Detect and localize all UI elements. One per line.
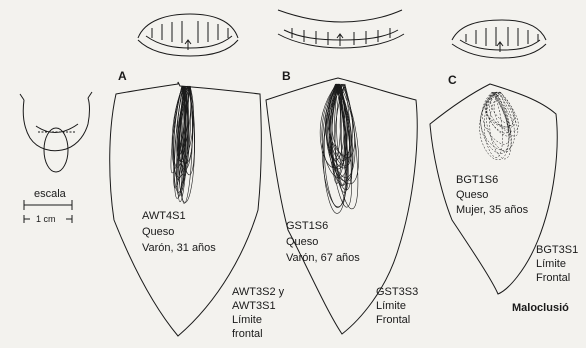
panel-a-note-4: frontal [232, 328, 263, 340]
panel-b-note-3: Frontal [376, 314, 410, 326]
panel-a-note-3: Límite [232, 314, 262, 326]
mandible-sketch-icon [20, 92, 92, 172]
panel-a-code: AWT4S1 [142, 210, 186, 222]
panel-c-code: BGT1S6 [456, 174, 498, 186]
teeth-sketch-a [138, 14, 238, 56]
panel-a-note-1: AWT3S2 y [232, 286, 284, 298]
scale-measure: 1 cm [36, 213, 56, 225]
panel-a-food: Queso [142, 226, 174, 238]
panel-c-letter: C [448, 74, 457, 86]
panel-c-note-3: Frontal [536, 272, 570, 284]
panel-c-subject: Mujer, 35 años [456, 204, 528, 216]
panel-a-note-2: AWT3S1 [232, 300, 276, 312]
panel-b-code: GST1S6 [286, 220, 328, 232]
panel-c-food: Queso [456, 189, 488, 201]
panel-c-note-1: BGT3S1 [536, 244, 578, 256]
teeth-sketch-c [452, 20, 546, 58]
chewing-traces-b [320, 84, 358, 213]
panel-c-note-2: Límite [536, 258, 566, 270]
teeth-sketch-b [278, 10, 404, 48]
panel-b-letter: B [282, 70, 291, 82]
chewing-traces-c [480, 92, 519, 160]
panel-b-note-1: GST3S3 [376, 286, 418, 298]
panel-b-food: Queso [286, 236, 318, 248]
panel-b-subject: Varón, 67 años [286, 252, 360, 264]
chewing-traces-a [171, 86, 195, 204]
panel-a-subject: Varón, 31 años [142, 242, 216, 254]
scale-title: escala [34, 188, 66, 200]
panel-c-caption: Maloclusió [512, 302, 569, 314]
panel-a-letter: A [118, 70, 127, 82]
chewing-trace-line [486, 92, 514, 127]
panel-b-note-2: Límite [376, 300, 406, 312]
